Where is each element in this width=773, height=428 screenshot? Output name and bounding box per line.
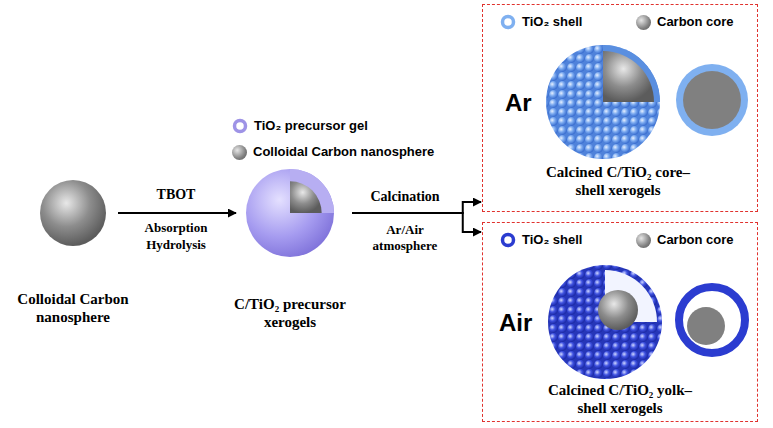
legend-text: Colloidal Carbon nanosphere — [253, 144, 434, 160]
core-shell-sphere — [546, 45, 660, 159]
yolk-shell-section — [679, 287, 745, 353]
legend-item: TiO₂ shell — [500, 232, 582, 248]
condition-box: ArCalcined C/TiO₂ core–shell xerogels — [482, 4, 758, 212]
yolk-shell-sphere — [548, 265, 662, 379]
legend-item: Colloidal Carbon nanosphere — [232, 144, 434, 160]
arrow-label: Calcination — [370, 188, 439, 205]
sphere-node: Colloidal Carbon nanosphere — [40, 180, 106, 246]
legend-text: Carbon core — [657, 232, 734, 248]
legend-text: TiO₂ precursor gel — [254, 118, 368, 134]
arrow-label: TBOT — [157, 186, 196, 203]
legend-ring — [500, 14, 516, 30]
atmosphere-label: Ar — [505, 89, 532, 117]
legend-ring — [500, 232, 516, 248]
process-note: Absorption — [131, 220, 221, 236]
legend-swatch — [636, 15, 651, 30]
legend-ring — [232, 118, 248, 134]
node-caption: Calcined C/TiO₂ core–shell xerogels — [533, 163, 703, 199]
node-caption: Colloidal Carbon nanosphere — [0, 290, 148, 326]
legend-text: TiO₂ shell — [522, 14, 582, 30]
atmosphere-label: Air — [499, 309, 532, 337]
carbon-sphere — [40, 180, 106, 246]
legend-item: TiO₂ shell — [500, 14, 582, 30]
process-note: Hydrolysis — [131, 237, 221, 253]
precursor-sphere — [246, 169, 334, 257]
core-shell-section — [676, 64, 748, 136]
sphere-node: C/TiO₂ precursor xerogels — [246, 169, 334, 257]
process-arrow — [118, 212, 236, 214]
legend-swatch — [636, 233, 651, 248]
legend-swatch — [232, 145, 247, 160]
condition-box: AirCalcined C/TiO₂ yolk–shell xerogels — [482, 222, 758, 422]
legend-text: Carbon core — [657, 14, 734, 30]
legend-item: Carbon core — [636, 232, 734, 248]
legend-item: TiO₂ precursor gel — [232, 118, 368, 134]
process-note: Ar/Air atmosphere — [360, 222, 450, 254]
node-caption: Calcined C/TiO₂ yolk–shell xerogels — [535, 381, 705, 417]
node-caption: C/TiO₂ precursor xerogels — [215, 295, 365, 331]
legend-text: TiO₂ shell — [522, 232, 582, 248]
legend-item: Carbon core — [636, 14, 734, 30]
